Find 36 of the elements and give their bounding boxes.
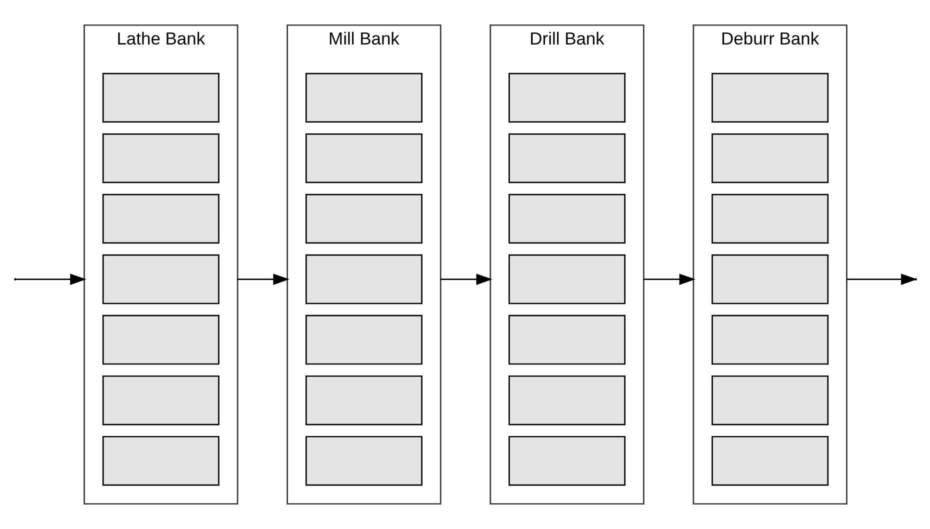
- node-box: [102, 375, 219, 426]
- arrow: [15, 274, 86, 285]
- cluster: Lathe Bank: [83, 24, 238, 505]
- cluster: Mill Bank: [286, 24, 441, 505]
- node-box: [102, 436, 219, 486]
- node-box: [508, 254, 626, 304]
- cluster: Drill Bank: [489, 24, 644, 505]
- node-box: [102, 314, 219, 365]
- node-box: [508, 436, 626, 486]
- node-box: [711, 314, 828, 365]
- node-box: [508, 72, 626, 123]
- node-box: [102, 133, 219, 184]
- node-box: [711, 254, 828, 304]
- node-box: [711, 72, 828, 123]
- arrow: [237, 274, 289, 285]
- node-box: [304, 72, 422, 123]
- node-box: [508, 133, 626, 184]
- node-box: [508, 375, 626, 426]
- arrow: [643, 274, 695, 285]
- node-box: [304, 254, 422, 304]
- node-box: [304, 194, 422, 244]
- node-box: [102, 254, 219, 304]
- node-box: [304, 375, 422, 426]
- node-box: [304, 436, 422, 486]
- arrow: [440, 274, 492, 285]
- node-box: [711, 375, 828, 426]
- node-box: [304, 314, 422, 365]
- node-box: [304, 133, 422, 184]
- node-box: [711, 194, 828, 244]
- node-box: [102, 194, 219, 244]
- cluster: Deburr Bank: [692, 24, 847, 505]
- node-box: [711, 436, 828, 486]
- node-box: [102, 72, 219, 123]
- node-box: [508, 314, 626, 365]
- node-box: [711, 133, 828, 184]
- node-box: [508, 194, 626, 244]
